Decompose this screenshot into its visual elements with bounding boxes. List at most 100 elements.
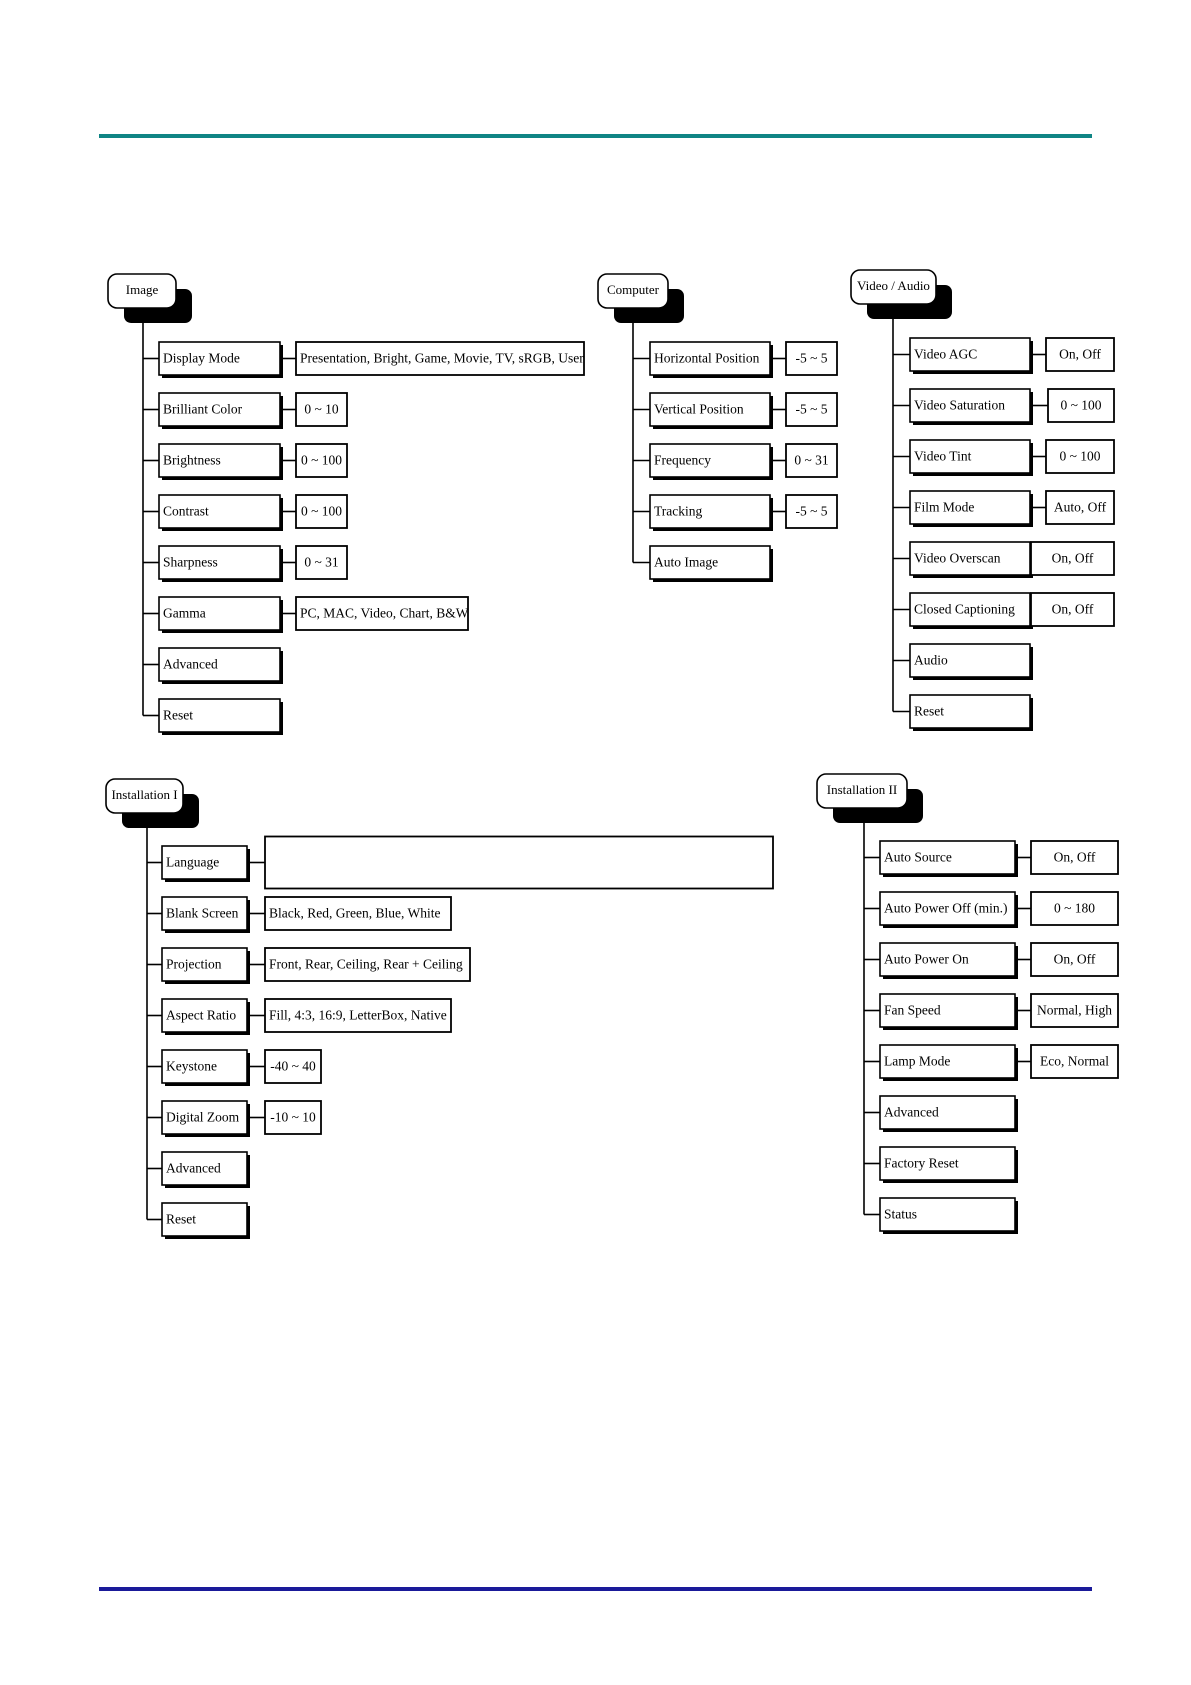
value-box	[1045, 439, 1115, 474]
item-box	[161, 896, 248, 931]
menu-header-tab	[850, 269, 937, 305]
item-label: Tracking	[654, 504, 703, 519]
menu-header-tab	[816, 773, 908, 809]
value-label: Presentation, Bright, Game, Movie, TV, s…	[300, 351, 584, 366]
value-label: -40 ~ 40	[270, 1059, 316, 1074]
item-box	[161, 1202, 248, 1237]
item-label: Language	[166, 855, 219, 870]
value-box	[1030, 891, 1119, 926]
menu-header-tab	[105, 778, 184, 814]
value-box	[295, 545, 348, 580]
value-label: -5 ~ 5	[795, 504, 827, 519]
item-label: Display Mode	[163, 351, 240, 366]
value-label: -5 ~ 5	[795, 351, 827, 366]
item-box	[161, 845, 248, 880]
item-box	[649, 545, 771, 580]
item-box	[909, 337, 1031, 372]
value-label: On, Off	[1052, 551, 1094, 566]
value-label: 0 ~ 100	[1059, 449, 1100, 464]
menu-header-title: Image	[126, 282, 159, 297]
value-box	[1030, 592, 1115, 627]
value-label: On, Off	[1054, 952, 1096, 967]
item-box	[879, 1146, 1016, 1181]
value-box	[785, 341, 838, 376]
value-label: On, Off	[1054, 850, 1096, 865]
item-box	[158, 341, 281, 376]
menu-item-display-mode: Display Mode Presentation, Bright, Game, …	[143, 341, 585, 378]
item-box	[879, 891, 1016, 926]
item-label: Video Tint	[914, 449, 972, 464]
value-label: 0 ~ 100	[1060, 398, 1101, 413]
value-label: On, Off	[1052, 602, 1094, 617]
item-box	[161, 1100, 248, 1135]
value-box	[1030, 993, 1119, 1028]
item-label: Auto Power On	[884, 952, 969, 967]
menu-item-video-overscan: Video Overscan On, Off	[893, 541, 1115, 578]
menu-item-brightness: Brightness 0 ~ 100	[143, 443, 348, 480]
item-label: Reset	[166, 1212, 196, 1227]
value-label: Eco, Normal	[1040, 1054, 1109, 1069]
item-label: Reset	[914, 704, 944, 719]
value-label: -10 ~ 10	[270, 1110, 316, 1125]
item-label: Video AGC	[914, 347, 977, 362]
item-box	[158, 494, 281, 529]
value-label: 0 ~ 31	[794, 453, 828, 468]
item-box	[879, 993, 1016, 1028]
bottom-rule	[99, 1587, 1092, 1591]
item-label: Auto Image	[654, 555, 718, 570]
item-box	[909, 490, 1031, 525]
menu-item-advanced: Advanced	[143, 647, 283, 684]
item-box	[649, 341, 771, 376]
value-label: Black, Red, Green, Blue, White	[269, 906, 440, 921]
value-label: Front, Rear, Ceiling, Rear + Ceiling	[269, 957, 463, 972]
value-box	[785, 443, 838, 478]
item-box	[649, 392, 771, 427]
item-label: Blank Screen	[166, 906, 239, 921]
item-label: Advanced	[884, 1105, 939, 1120]
menu-item-keystone: Keystone-40 ~ 40	[147, 1049, 322, 1086]
value-label: 0 ~ 100	[301, 504, 342, 519]
value-box	[295, 494, 348, 529]
menu-item-auto-image: Auto Image	[633, 545, 773, 582]
menu-item-advanced: Advanced	[147, 1151, 250, 1188]
value-box	[264, 896, 452, 931]
item-box	[909, 643, 1031, 678]
item-box	[158, 443, 281, 478]
value-box	[1030, 942, 1119, 977]
menu-item-vertical-position: Vertical Position-5 ~ 5	[633, 392, 838, 429]
item-box	[909, 439, 1031, 474]
menu-header-title: Computer	[607, 282, 660, 297]
value-box	[295, 596, 469, 631]
value-box	[1045, 490, 1115, 525]
item-box	[161, 1151, 248, 1186]
item-box	[879, 840, 1016, 875]
value-box	[264, 1100, 322, 1135]
item-label: Audio	[914, 653, 948, 668]
item-box	[158, 392, 281, 427]
menu-item-audio: Audio	[893, 643, 1033, 680]
menu-header-title: Installation I	[111, 787, 177, 802]
item-box	[649, 494, 771, 529]
value-box	[1047, 388, 1115, 423]
value-label: Normal, High	[1037, 1003, 1112, 1018]
value-label: 0 ~ 100	[301, 453, 342, 468]
menu-item-auto-power-on: Auto Power On On, Off	[864, 942, 1119, 979]
menu-header-tab	[107, 273, 177, 309]
item-label: Gamma	[163, 606, 206, 621]
item-box	[879, 1044, 1016, 1079]
item-label: Brightness	[163, 453, 221, 468]
item-label: Video Overscan	[914, 551, 1001, 566]
item-label: Frequency	[654, 453, 711, 468]
item-box	[879, 1197, 1016, 1232]
menu-item-advanced: Advanced	[864, 1095, 1018, 1132]
